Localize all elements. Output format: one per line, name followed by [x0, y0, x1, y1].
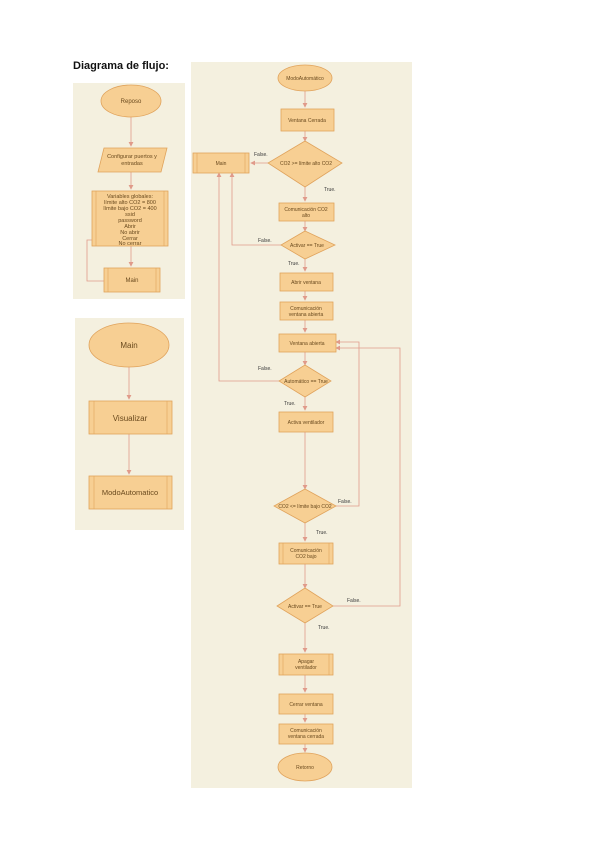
activar-decision-2: Activar == True — [276, 587, 334, 624]
edge-label-false-4: False. — [338, 499, 352, 505]
ventana-abierta-process: Ventana abierta — [278, 333, 337, 353]
globals-process-node: Variables globales: límite alto CO2 = 80… — [91, 190, 169, 247]
svg-text:alto: alto — [302, 213, 310, 219]
co2-high-decision: CO2 >= límite alto CO2 — [267, 140, 343, 188]
edge-label-true-4: True. — [316, 530, 327, 536]
modoautomatico-subprocess: ModoAutomatico — [88, 475, 173, 510]
activar-decision-1: Activar == True — [280, 230, 336, 260]
setup-main-subprocess: Main — [103, 267, 161, 293]
svg-text:Variables globales:: Variables globales: — [107, 194, 154, 200]
edge-label-false-3: False. — [258, 366, 272, 372]
svg-text:Retorno: Retorno — [296, 765, 314, 771]
svg-text:Main: Main — [125, 278, 138, 284]
svg-text:ventana cerrada: ventana cerrada — [288, 734, 324, 740]
edge-label-false-2: False. — [258, 238, 272, 244]
connectors — [86, 91, 401, 753]
activa-ventilador-process: Activa ventilador — [278, 411, 334, 433]
svg-text:password: password — [118, 218, 142, 224]
svg-text:Main: Main — [120, 341, 137, 350]
edge-label-false-5: False. — [347, 598, 361, 604]
svg-text:Comunicación: Comunicación — [290, 306, 322, 312]
svg-text:límite alto CO2 = 800: límite alto CO2 = 800 — [104, 200, 156, 206]
svg-text:Comunicación: Comunicación — [290, 728, 322, 734]
co2-low-decision: CO2 <= límite bajo CO2 — [273, 488, 337, 524]
comm-open-process: Comunicación ventana abierta — [279, 301, 334, 321]
comm-co2-low-process: Comunicación CO2 bajo — [278, 542, 334, 565]
svg-text:CO2 bajo: CO2 bajo — [295, 554, 316, 560]
svg-text:CO2 <= límite bajo CO2: CO2 <= límite bajo CO2 — [278, 504, 332, 510]
auto-start-terminal: ModoAutomático — [277, 64, 333, 92]
retorno-terminal: Retorno — [277, 752, 333, 782]
svg-text:Comunicación: Comunicación — [290, 548, 322, 554]
svg-text:Comunicación CO2: Comunicación CO2 — [284, 207, 328, 213]
svg-text:ventilador: ventilador — [295, 665, 317, 671]
edge-label-true-5: True. — [318, 625, 329, 631]
svg-text:Activar == True: Activar == True — [288, 604, 322, 610]
svg-text:Cerrar: Cerrar — [122, 236, 138, 242]
svg-text:Apagar: Apagar — [298, 659, 314, 665]
comm-co2-high-process: Comunicación CO2 alto — [278, 202, 335, 222]
svg-text:ModoAutomático: ModoAutomático — [286, 76, 324, 82]
svg-text:Configurar puertos y: Configurar puertos y — [107, 154, 157, 160]
page-title: Diagrama de flujo: — [73, 60, 169, 72]
svg-text:Abrir: Abrir — [124, 224, 136, 230]
svg-text:Abrir ventana: Abrir ventana — [291, 280, 321, 286]
svg-text:No cerrar: No cerrar — [119, 241, 142, 247]
svg-text:No abrir: No abrir — [120, 230, 140, 236]
edge-label-true-3: True. — [284, 401, 295, 407]
svg-text:Automático == True: Automático == True — [284, 379, 328, 385]
svg-text:CO2 >= límite alto CO2: CO2 >= límite alto CO2 — [280, 161, 332, 167]
comm-closed-process: Comunicación ventana cerrada — [278, 723, 334, 745]
edge-label-true-1: True. — [324, 187, 335, 193]
main-terminal: Main — [88, 322, 170, 368]
svg-text:Activar == True: Activar == True — [290, 243, 324, 249]
abrir-ventana-process: Abrir ventana — [279, 272, 334, 292]
svg-text:Reposo: Reposo — [121, 99, 142, 105]
edge-label-false-1: False. — [254, 152, 268, 158]
svg-text:Main: Main — [216, 161, 227, 167]
main-subprocess: Main — [192, 152, 250, 174]
svg-text:límite bajo CO2 = 400: límite bajo CO2 = 400 — [103, 206, 156, 212]
svg-text:ModoAutomatico: ModoAutomatico — [102, 488, 158, 497]
svg-text:Visualizar: Visualizar — [113, 414, 148, 423]
visualizar-subprocess: Visualizar — [88, 400, 173, 435]
automatico-decision: Automático == True — [278, 364, 332, 398]
edge-label-true-2: True. — [288, 261, 299, 267]
start-terminal-reposo: Reposo — [100, 84, 162, 118]
svg-text:Activa ventilador: Activa ventilador — [288, 420, 325, 426]
svg-text:Cerrar ventana: Cerrar ventana — [289, 702, 323, 708]
cerrar-ventana-process: Cerrar ventana — [278, 693, 334, 715]
svg-text:Ventana abierta: Ventana abierta — [289, 341, 324, 347]
apagar-ventilador-process: Apagar ventilador — [278, 653, 334, 676]
svg-text:ssid: ssid — [125, 212, 135, 218]
svg-text:entradas: entradas — [121, 161, 143, 167]
config-io-node: Configurar puertos y entradas — [97, 147, 168, 173]
svg-text:Ventana Cerrada: Ventana Cerrada — [288, 118, 326, 124]
svg-text:ventana abierta: ventana abierta — [289, 312, 324, 318]
ventana-cerrada-process: Ventana Cerrada — [280, 108, 335, 132]
